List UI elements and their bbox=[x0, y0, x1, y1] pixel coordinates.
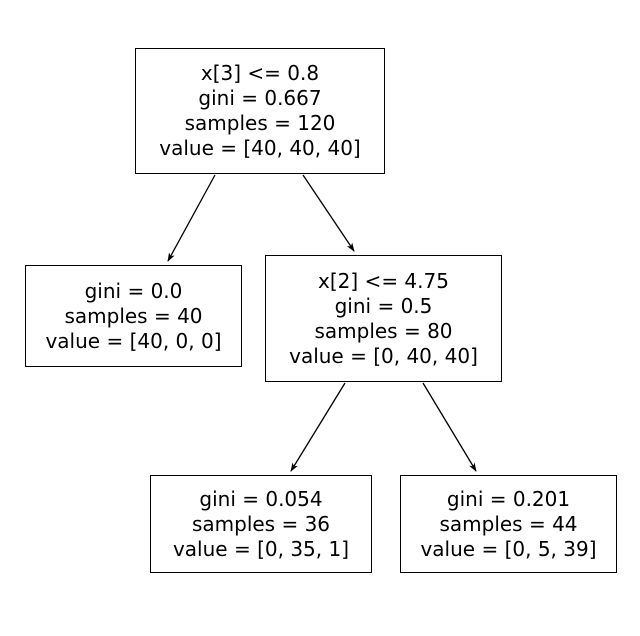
node-line-samples: samples = 80 bbox=[314, 318, 453, 343]
node-line-condition: x[2] <= 4.75 bbox=[318, 268, 449, 293]
node-line-value: value = [40, 40, 40] bbox=[159, 136, 361, 160]
edge-right-inner-to-leaf-br bbox=[422, 382, 477, 472]
node-line-gini: gini = 0.667 bbox=[198, 86, 322, 110]
edge-right-inner-to-leaf-bl bbox=[290, 382, 346, 472]
node-line-gini: gini = 0.054 bbox=[199, 486, 323, 511]
node-line-samples: samples = 120 bbox=[184, 111, 336, 135]
edge-root-to-left-leaf bbox=[167, 174, 216, 262]
node-line-value: value = [0, 40, 40] bbox=[289, 343, 478, 368]
node-line-gini: gini = 0.5 bbox=[334, 293, 433, 318]
node-line-samples: samples = 40 bbox=[64, 303, 203, 328]
tree-node-leaf-bottom-left[interactable]: gini = 0.054 samples = 36 value = [0, 35… bbox=[150, 475, 372, 573]
tree-node-leaf-bottom-right[interactable]: gini = 0.201 samples = 44 value = [0, 5,… bbox=[400, 475, 617, 573]
node-line-gini: gini = 0.201 bbox=[446, 486, 571, 511]
node-line-condition: x[3] <= 0.8 bbox=[200, 61, 320, 85]
node-line-value: value = [40, 0, 0] bbox=[45, 328, 222, 353]
tree-node-left-leaf[interactable]: gini = 0.0 samples = 40 value = [40, 0, … bbox=[25, 265, 242, 367]
node-line-samples: samples = 44 bbox=[439, 511, 578, 536]
node-line-value: value = [0, 5, 39] bbox=[420, 536, 597, 561]
node-line-value: value = [0, 35, 1] bbox=[172, 536, 350, 561]
node-line-samples: samples = 36 bbox=[191, 511, 331, 536]
edge-root-to-right-inner bbox=[302, 174, 355, 252]
tree-node-root[interactable]: x[3] <= 0.8 gini = 0.667 samples = 120 v… bbox=[135, 48, 385, 174]
node-line-gini: gini = 0.0 bbox=[84, 278, 183, 303]
tree-node-right-inner[interactable]: x[2] <= 4.75 gini = 0.5 samples = 80 val… bbox=[265, 255, 502, 382]
